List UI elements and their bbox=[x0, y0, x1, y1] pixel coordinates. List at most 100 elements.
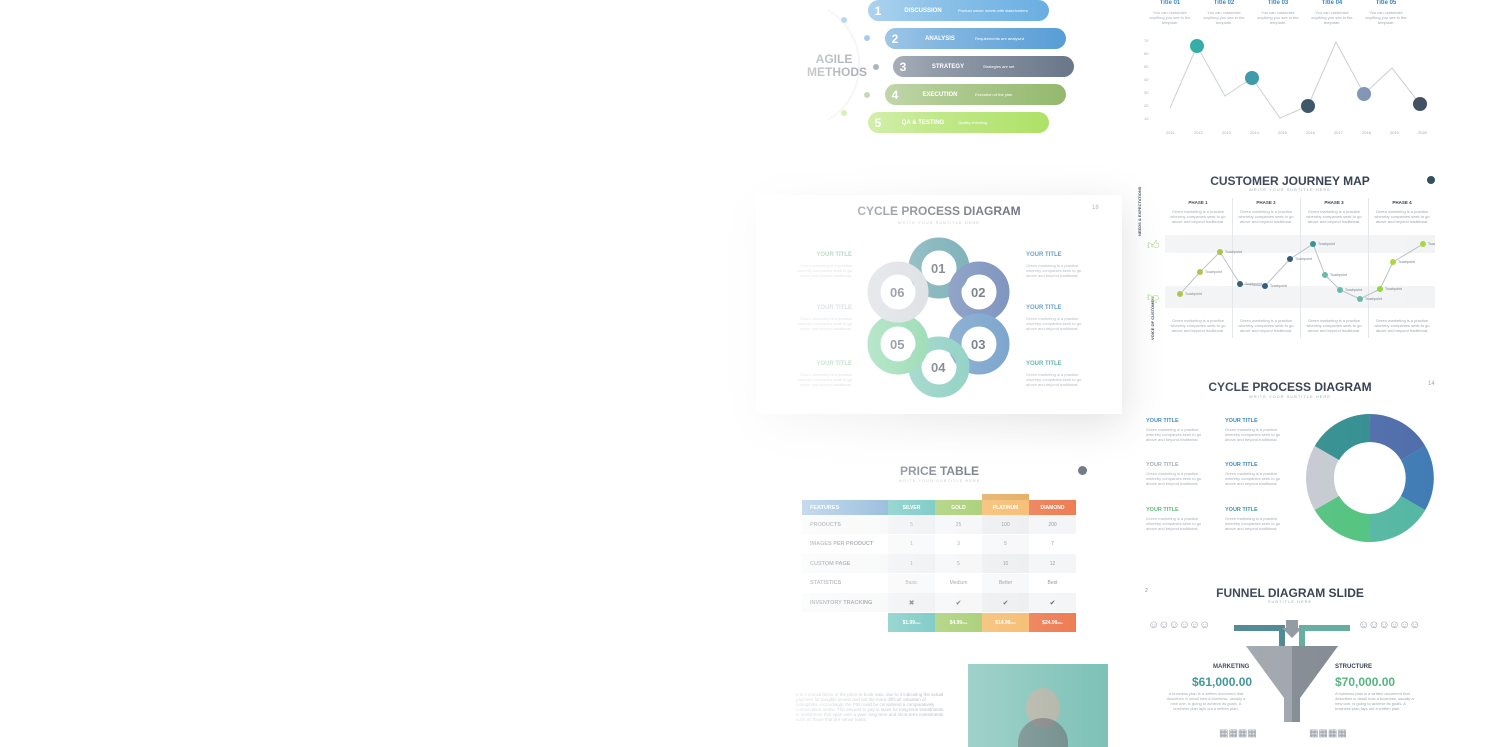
agile-step-4: 4 EXECUTION Execution of the plan bbox=[885, 84, 1066, 105]
price-cell: ✖ bbox=[888, 593, 935, 613]
agile-step-1: 1 DISCUSSION Product owner meets with stak… bbox=[868, 0, 1049, 21]
touchpoint-label: Touchpoint bbox=[1428, 242, 1435, 246]
phase-body: Green marketing is a practice whereby co… bbox=[1306, 318, 1362, 333]
marketing-value: $61,000.00 bbox=[1192, 675, 1253, 689]
price-cell: ✔ bbox=[1029, 593, 1076, 613]
thumbs-up-icon: 👍︎ bbox=[1147, 238, 1160, 252]
phase-1: PHASE 1 bbox=[1188, 200, 1208, 205]
timeline-desc-1: You can customize anything you see in th… bbox=[1149, 10, 1191, 25]
touchpoint-label: Touchpoint bbox=[1295, 257, 1312, 261]
price-diamond[interactable]: $24.99/mo bbox=[1029, 613, 1076, 632]
touchpoint-label: Touchpoint bbox=[1185, 292, 1202, 296]
structure-body: A business plan is a written document th… bbox=[1335, 691, 1414, 711]
touchpoint-label: Touchpoint bbox=[1385, 287, 1402, 291]
step-label: QA & TESTING bbox=[901, 119, 945, 126]
price-cell: 1 bbox=[888, 554, 935, 574]
price-row: INVENTORY TRACKING✖✔✔✔ bbox=[802, 593, 1077, 613]
price-cell: 10 bbox=[982, 554, 1029, 574]
journey-title: CUSTOMER JOURNEY MAP bbox=[1210, 174, 1370, 188]
marketing-body: A business plan is a written document th… bbox=[1166, 691, 1246, 711]
touchpoint-dot bbox=[1262, 283, 1268, 289]
step-label: DISCUSSION bbox=[904, 7, 942, 14]
journey-subtitle: WRITE YOUR SUBTITLE HERE bbox=[1249, 187, 1331, 192]
touchpoint-dot bbox=[1177, 291, 1183, 297]
node-03: 03 bbox=[971, 337, 986, 352]
step-number: 4 bbox=[891, 87, 899, 102]
price-cell: 1 bbox=[888, 534, 935, 554]
agile-title-line2: METHODS bbox=[807, 65, 867, 79]
agile-step-5: 5 QA & TESTING Quality checking bbox=[868, 112, 1049, 133]
step-number: 3 bbox=[899, 59, 907, 74]
touchpoint-dot bbox=[1217, 249, 1223, 255]
y-tick: 10 bbox=[1144, 116, 1149, 121]
timeline-title-2: Title 02 bbox=[1213, 0, 1235, 6]
left-title-3: YOUR TITLE bbox=[816, 361, 852, 367]
right-title-2: YOUR TITLE bbox=[1026, 305, 1062, 311]
price-row-label: INVENTORY TRACKING bbox=[802, 593, 888, 613]
phase-body: Green marketing is a practice whereby co… bbox=[1374, 209, 1430, 224]
features-header: FEATURES bbox=[802, 500, 888, 515]
cycle2-item-title-3: YOUR TITLE bbox=[1146, 462, 1179, 468]
step-number: 5 bbox=[874, 115, 882, 130]
cycle2-subtitle: WRITE YOUR SUBTITLE HERE bbox=[1249, 394, 1331, 399]
touchpoint-dot bbox=[1420, 241, 1426, 247]
phase-4: PHASE 4 bbox=[1392, 200, 1412, 205]
step-desc: Strategies are set bbox=[983, 64, 1015, 69]
price-cell: 5 bbox=[982, 534, 1029, 554]
timeline-marker-5 bbox=[1413, 97, 1427, 111]
timeline-marker-1 bbox=[1190, 39, 1204, 53]
step-desc: Product owner meets with stakeholders bbox=[958, 8, 1028, 13]
step-desc: Quality checking bbox=[958, 120, 988, 125]
journey-badge bbox=[1427, 176, 1435, 184]
marketing-label: MARKETING bbox=[1213, 664, 1250, 670]
price-cell: 100 bbox=[982, 515, 1029, 534]
price-cell: 7 bbox=[1029, 534, 1076, 554]
price-silver[interactable]: $1.99/mo bbox=[888, 613, 935, 632]
right-body-3: Green marketing is a practice whereby co… bbox=[1026, 372, 1082, 387]
step-label: STRATEGY bbox=[931, 63, 965, 70]
touchpoint-dot bbox=[1287, 256, 1293, 262]
step-label: EXECUTION bbox=[922, 91, 958, 98]
cycle2-item-body-2: Green marketing is a practice whereby co… bbox=[1225, 427, 1281, 442]
price-gold[interactable]: $4.99/mo bbox=[935, 613, 982, 632]
photo-panel bbox=[968, 664, 1108, 747]
cycle-subtitle: WRITE YOUR SUBTITLE HERE bbox=[898, 220, 980, 225]
cycle2-item-title-6: YOUR TITLE bbox=[1225, 507, 1258, 513]
people-left-icons: ☺☺☺☺☺☺ bbox=[1148, 619, 1210, 631]
y-tick: 20 bbox=[1144, 103, 1149, 108]
cart-right-icons: ▦▦▦▦ bbox=[1309, 728, 1347, 739]
funnel-graphic bbox=[1234, 620, 1350, 722]
phase-body: Green marketing is a practice whereby co… bbox=[1238, 318, 1294, 333]
node-06: 06 bbox=[890, 285, 905, 300]
y-tick: 40 bbox=[1144, 77, 1149, 82]
structure-label: STRUCTURE bbox=[1335, 664, 1372, 670]
timeline-title-5: Title 05 bbox=[1375, 0, 1397, 6]
price-cell: 5 bbox=[888, 515, 935, 534]
plan-gold: GOLD bbox=[935, 500, 982, 515]
people-right-icons: ☺☺☺☺☺☺ bbox=[1358, 619, 1420, 631]
price-platinum[interactable]: $14.99/mo bbox=[982, 613, 1029, 632]
price-footer-row: $1.99/mo $4.99/mo $14.99/mo $24.99/mo bbox=[802, 613, 1077, 632]
price-cell: 25 bbox=[935, 515, 982, 534]
timeline-marker-4 bbox=[1357, 87, 1371, 101]
x-tick: 2018 bbox=[1362, 130, 1372, 135]
step-desc: Execution of the plan bbox=[975, 92, 1013, 97]
text-slide-body: It is a crucial factor of the price-to-b… bbox=[796, 692, 944, 722]
x-tick: 2019 bbox=[1390, 130, 1400, 135]
price-row-label: IMAGES PER PRODUCT bbox=[802, 534, 888, 554]
left-title-1: YOUR TITLE bbox=[816, 252, 852, 258]
touchpoint-dot bbox=[1237, 281, 1243, 287]
cycle-process-slide: CYCLE PROCESS DIAGRAM WRITE YOUR SUBTITL… bbox=[756, 195, 1122, 414]
price-cell: 5 bbox=[935, 554, 982, 574]
funnel-subtitle: SUBTITLE HERE bbox=[1267, 599, 1313, 604]
touchpoint-label: Touchpoint bbox=[1318, 242, 1335, 246]
touchpoint-dot bbox=[1390, 259, 1396, 265]
right-title-1: YOUR TITLE bbox=[1026, 252, 1062, 258]
touchpoint-label: Touchpoint bbox=[1225, 250, 1242, 254]
node-04: 04 bbox=[931, 360, 946, 375]
step-number: 1 bbox=[874, 3, 882, 18]
touchpoint-label: Touchpoint bbox=[1205, 270, 1222, 274]
right-title-3: YOUR TITLE bbox=[1026, 361, 1062, 367]
